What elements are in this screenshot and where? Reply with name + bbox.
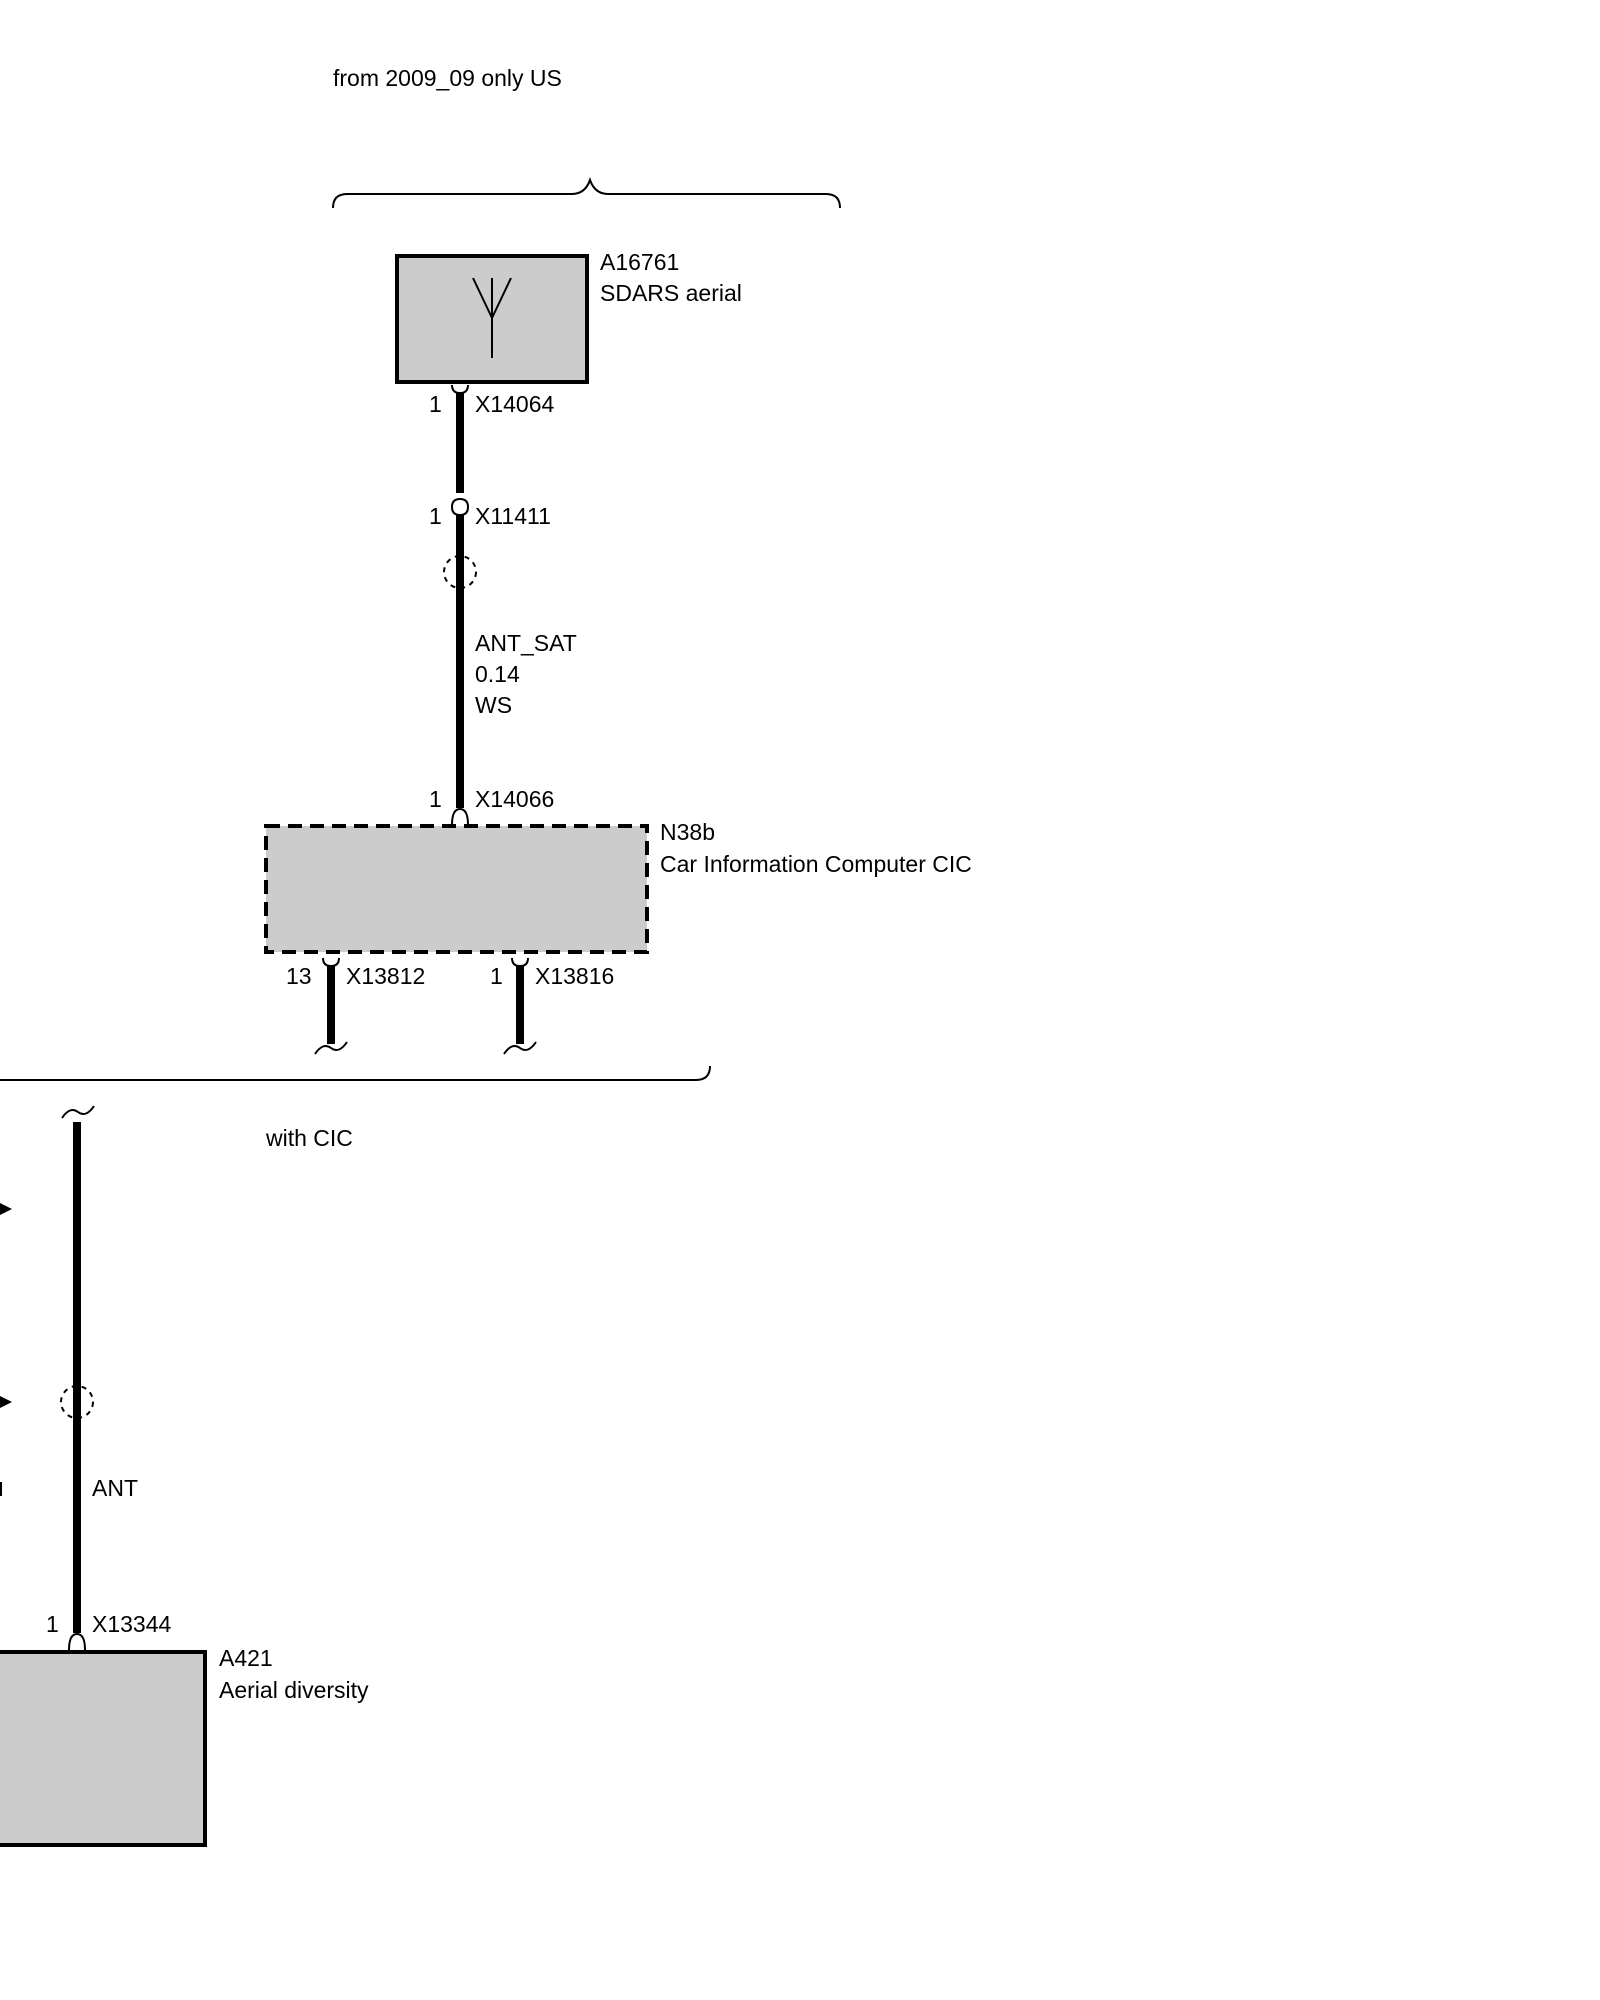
wire-ant-break-icon [61,1105,95,1119]
connector-x14066-id: X14066 [475,786,554,812]
connector-x13812-id: X13812 [346,963,425,989]
connector-x13344-pin: 1 [46,1611,59,1637]
connector-x13816-symbol[interactable] [511,957,529,968]
cic-box[interactable] [264,824,649,954]
cic-id: N38b [660,819,715,845]
arrow-right-icon [0,1396,12,1408]
wire-ant-shield-icon [60,1385,94,1419]
cic-name: Car Information Computer CIC [660,851,972,877]
variant-header-top: from 2009_09 only US [333,65,562,91]
antenna-icon [472,277,512,358]
variant-brace-top [332,177,841,209]
wire-ant-signal: ANT [92,1475,138,1501]
connector-x13344-symbol[interactable] [68,1632,86,1651]
connector-x13812-pin: 13 [286,963,312,989]
connector-x13812-symbol[interactable] [322,957,340,968]
variant-header-bottom: with CIC [265,1125,353,1151]
connector-x14064-pin: 1 [429,391,442,417]
wire-x13816-break-icon [503,1041,537,1055]
connector-x11411-symbol[interactable] [451,497,469,508]
connector-x13816-id: X13816 [535,963,614,989]
connector-x14066-symbol[interactable] [451,807,469,826]
aerial-diversity-id: A421 [219,1645,273,1671]
sdars-aerial-id: A16761 [600,249,679,275]
connector-x13816-pin: 1 [490,963,503,989]
aerial-diversity-box[interactable] [0,1650,207,1847]
wire-x13812-break-icon [314,1041,348,1055]
connector-x13344-id: X13344 [92,1611,172,1637]
wire-ant-sat-signal: ANT_SAT [475,630,577,656]
aerial-diversity-name: Aerial diversity [219,1677,369,1703]
sdars-aerial-name: SDARS aerial [600,280,742,306]
variant-brace-bottom [0,1065,711,1081]
connector-x11411-id: X11411 [475,503,551,529]
connector-x11411-symbol-lower [451,506,469,517]
connector-x14064-id: X14064 [475,391,555,417]
connector-x14064-symbol[interactable] [451,384,469,395]
wire-ant-sat-cross-section: 0.14 [475,661,520,687]
arrow-right-icon [0,1203,12,1215]
connector-x14066-pin: 1 [429,786,442,812]
connector-x11411-pin: 1 [429,503,442,529]
wire-ant-sat-color: WS [475,692,512,718]
wire-ant-sat-shield-icon [443,555,477,589]
